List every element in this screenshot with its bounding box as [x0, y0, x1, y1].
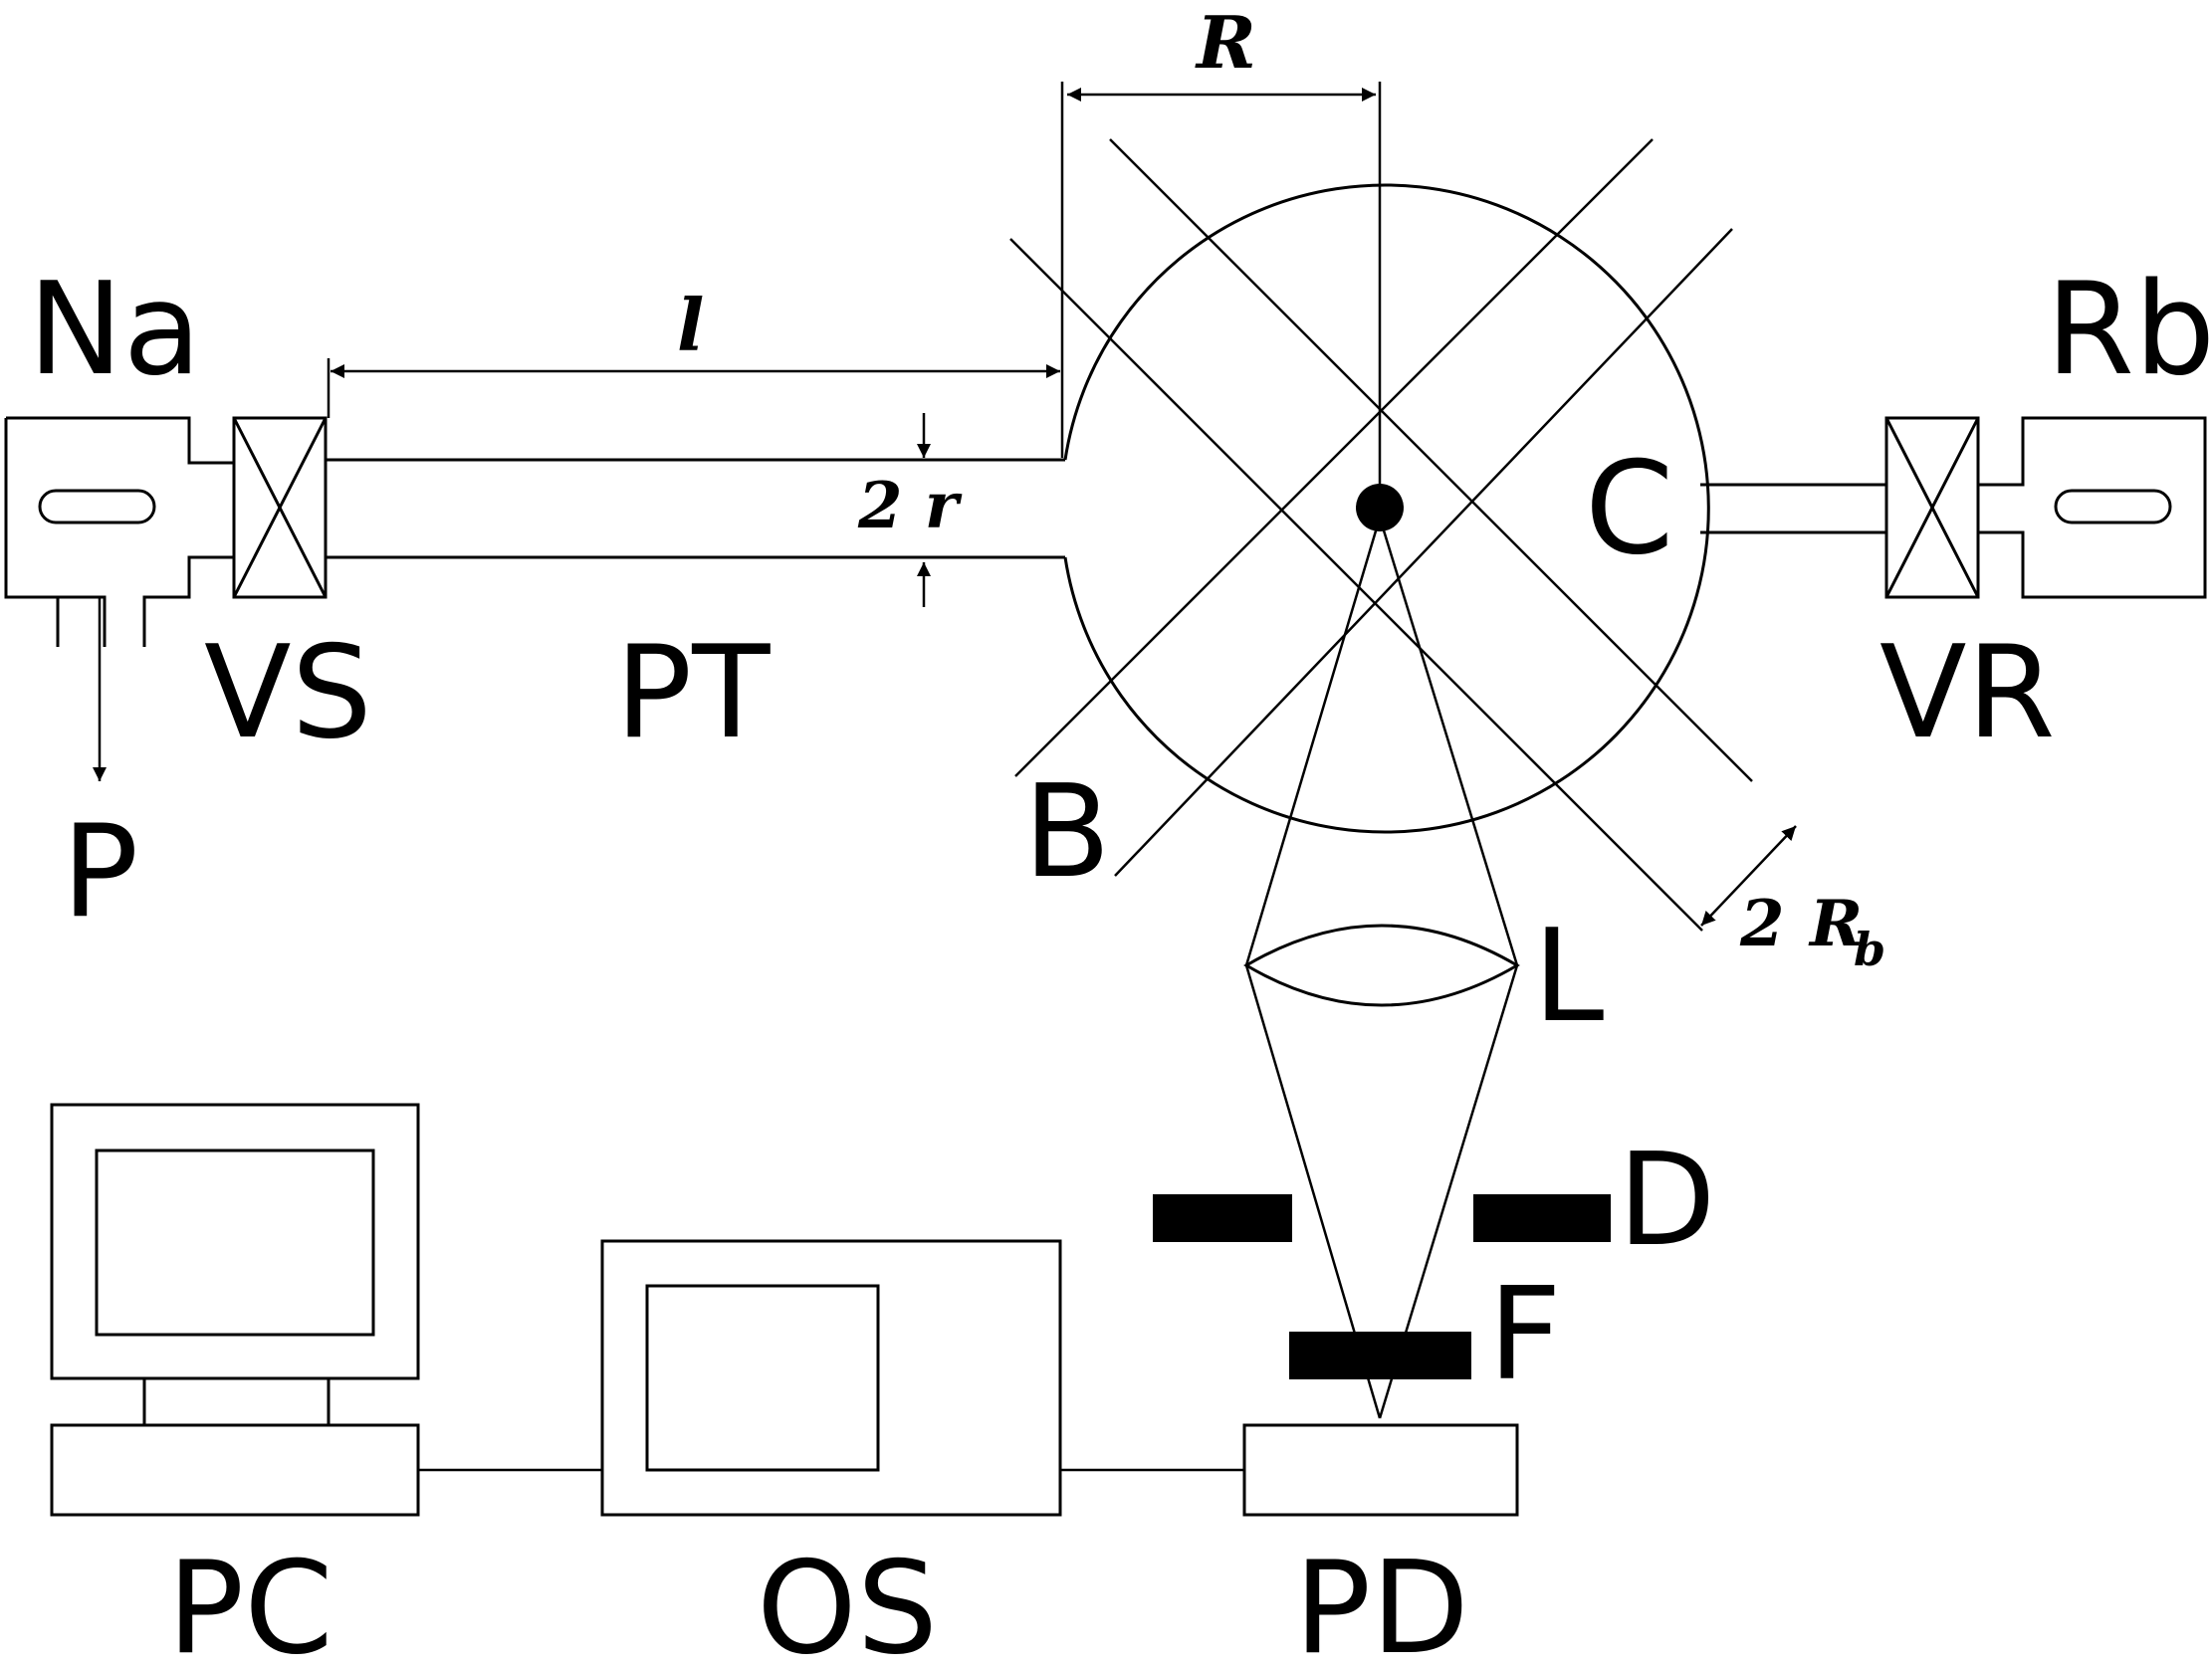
label-math-2: 2	[1739, 887, 1785, 961]
diaphragm-left	[1153, 1194, 1292, 1242]
oscilloscope	[600, 1239, 1062, 1517]
dimension-2Rb	[1700, 825, 1797, 927]
label-vs: VS	[204, 619, 372, 767]
diaphragm-right	[1473, 1194, 1611, 1242]
computer-base	[50, 1423, 420, 1517]
fluorescence-cone	[1244, 517, 1519, 1419]
label-math-Rb: R	[1808, 887, 1863, 961]
na-source-slot	[38, 489, 156, 524]
label-math-2r: 2 r	[857, 469, 963, 543]
rb-stem	[1700, 483, 1886, 534]
label-vr: VR	[1880, 619, 2056, 767]
vr-valve	[1884, 416, 1980, 599]
computer-monitor	[50, 1103, 420, 1380]
rb-source	[1978, 416, 2207, 599]
computer	[50, 1103, 420, 1517]
na-source	[4, 416, 236, 647]
label-math-Rb-sub: b	[1854, 923, 1885, 976]
oscilloscope-screen	[645, 1284, 880, 1472]
photodetector	[1242, 1423, 1519, 1517]
label-pt: PT	[615, 619, 771, 767]
laser-beams	[1009, 138, 1753, 932]
vs-valve	[232, 416, 328, 599]
computer-screen	[95, 1149, 375, 1337]
label-pc: PC	[167, 1535, 333, 1671]
label-pd: PD	[1294, 1535, 1469, 1671]
rb-source-slot	[2054, 489, 2172, 524]
filter	[1289, 1332, 1471, 1379]
label-b: B	[1023, 758, 1111, 907]
label-f: F	[1488, 1261, 1562, 1409]
label-c: C	[1585, 435, 1673, 583]
label-rb: Rb	[2046, 256, 2212, 404]
cell-sphere	[1063, 183, 1710, 834]
label-na: Na	[28, 256, 201, 404]
label-p: P	[62, 798, 138, 946]
lens	[1243, 924, 1520, 1007]
pt-tube	[326, 458, 1065, 559]
label-math-R: R	[1195, 0, 1256, 85]
label-d: D	[1618, 1127, 1716, 1275]
label-lens: L	[1533, 903, 1604, 1051]
label-math-l: l	[677, 283, 704, 367]
label-os: OS	[757, 1535, 938, 1671]
fluorescence-point	[1356, 484, 1404, 531]
